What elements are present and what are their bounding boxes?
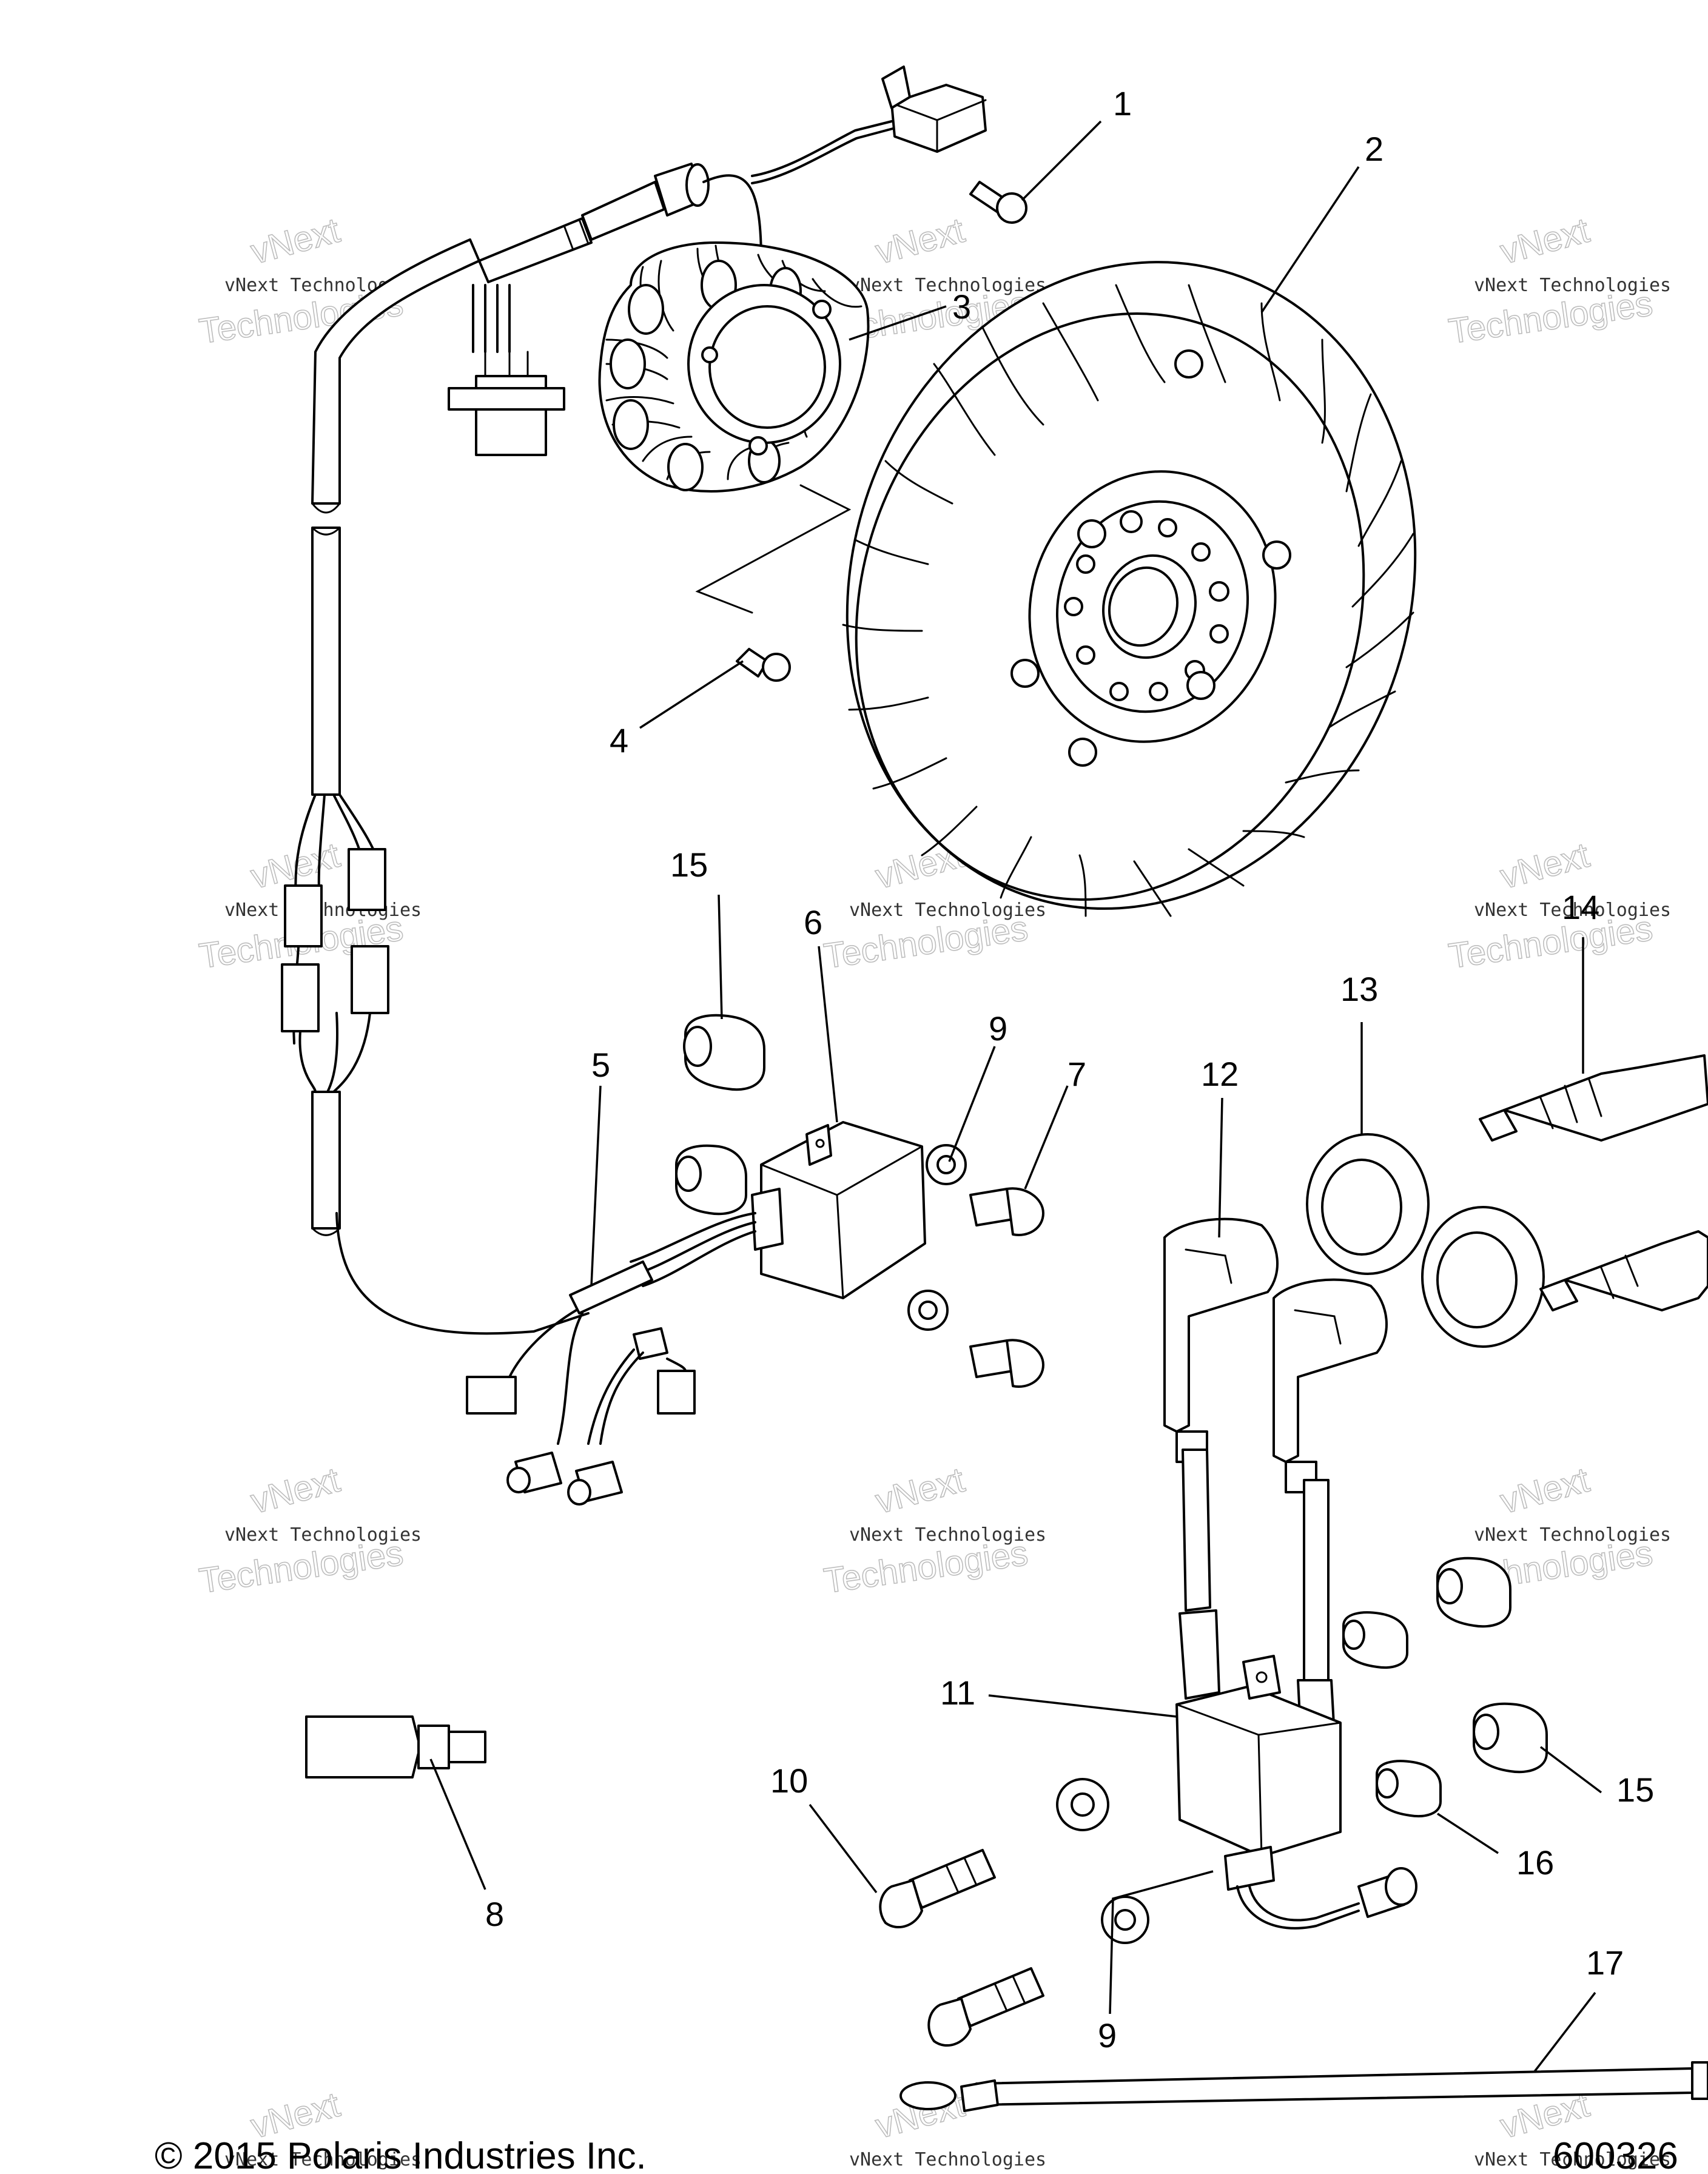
watermark-text: vNext Technologies bbox=[1474, 900, 1671, 921]
spark-plug bbox=[1479, 1054, 1708, 1311]
callout-15: 15 bbox=[670, 846, 708, 884]
watermark-vnext: vNext bbox=[1496, 210, 1593, 272]
stator-harness bbox=[281, 66, 987, 1335]
watermark-text: vNext Technologies bbox=[1474, 2149, 1671, 2170]
connector-8 bbox=[305, 1715, 486, 1779]
watermark-vnext: vNext bbox=[872, 210, 969, 272]
watermark-text: vNext Technologies bbox=[224, 900, 422, 921]
bushing-left bbox=[675, 1144, 747, 1216]
harness-connector bbox=[657, 1370, 696, 1415]
figure-number: 600326 bbox=[1553, 2135, 1678, 2174]
callout-10: 10 bbox=[770, 1762, 808, 1800]
flywheel bbox=[842, 261, 1417, 917]
callout-15: 15 bbox=[1616, 1771, 1654, 1809]
watermark-text: vNext Technologies bbox=[1474, 1524, 1671, 1546]
screw-1 bbox=[969, 181, 1027, 224]
callout-11: 11 bbox=[940, 1674, 975, 1712]
stator-screw bbox=[695, 484, 852, 682]
bushing-15-top bbox=[683, 1014, 765, 1091]
callout-7: 7 bbox=[1068, 1055, 1086, 1093]
callout-2: 2 bbox=[1365, 130, 1384, 168]
callout-17: 17 bbox=[1586, 1943, 1624, 1982]
inline-connector bbox=[281, 963, 320, 1032]
harness-connector bbox=[633, 1327, 668, 1360]
watermark-vnext: vNext bbox=[1496, 835, 1593, 897]
watermark-text: vNext Technologies bbox=[849, 900, 1046, 921]
callout-numbers: 1 2 3 4 5 6 7 8 9 9 10 11 12 13 14 15 15… bbox=[485, 84, 1654, 2055]
callout-16: 16 bbox=[1516, 1843, 1554, 1882]
footer: © 2015 Polaris Industries Inc. 600326 bbox=[155, 2135, 1678, 2174]
callout-9: 9 bbox=[989, 1009, 1007, 1048]
ignition-coil bbox=[1175, 1449, 1417, 1930]
bolt-7 bbox=[969, 1187, 1044, 1388]
watermark-text: vNext Technologies bbox=[224, 2149, 422, 2170]
ground-strap bbox=[899, 2061, 1708, 2112]
stator bbox=[598, 241, 870, 493]
bolt-10 bbox=[879, 1849, 1044, 2047]
leader-lines bbox=[429, 120, 1602, 2073]
washer-9-top bbox=[926, 1144, 967, 1185]
regulator-harness bbox=[466, 1188, 784, 1506]
watermark-text: vNext Technologies bbox=[849, 1524, 1046, 1546]
watermark-vnext: vNext bbox=[1496, 1460, 1593, 1521]
seal bbox=[1306, 1133, 1545, 1348]
watermark-vnext: vNext bbox=[872, 1460, 969, 1521]
washer-9-lower bbox=[1056, 1778, 1149, 1944]
voltage-regulator bbox=[760, 1121, 926, 1299]
inline-connector bbox=[284, 884, 323, 947]
callout-5: 5 bbox=[591, 1046, 610, 1084]
watermark-text: vNext Technologies bbox=[849, 2149, 1046, 2170]
harness-connector bbox=[466, 1376, 517, 1415]
watermark-vnext: vNext bbox=[247, 1460, 344, 1521]
washer-lower bbox=[907, 1290, 949, 1331]
callout-3: 3 bbox=[952, 288, 971, 326]
callout-6: 6 bbox=[804, 903, 822, 941]
watermark-text: vNext Technologies bbox=[1474, 275, 1671, 296]
callout-14: 14 bbox=[1562, 888, 1599, 926]
watermark-vnext: vNext bbox=[247, 210, 344, 272]
watermark-text: vNext Technologies bbox=[224, 1524, 422, 1546]
harness-bracket bbox=[890, 84, 987, 153]
watermark-text: vNext Technologies bbox=[849, 275, 1046, 296]
bushings-right bbox=[1342, 1556, 1548, 1818]
callout-13: 13 bbox=[1340, 970, 1378, 1008]
callout-8: 8 bbox=[485, 1895, 504, 1933]
callout-9: 9 bbox=[1098, 2016, 1117, 2055]
callout-1: 1 bbox=[1113, 84, 1132, 123]
inline-connector bbox=[351, 945, 389, 1014]
callout-4: 4 bbox=[610, 721, 628, 759]
callout-12: 12 bbox=[1201, 1055, 1239, 1093]
copyright-text: © 2015 Polaris Industries Inc. bbox=[155, 2135, 647, 2174]
inline-connector bbox=[348, 848, 386, 911]
